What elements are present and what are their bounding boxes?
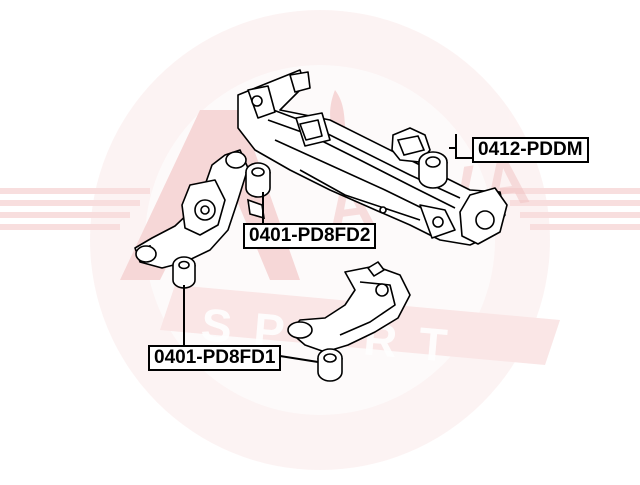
leader-lines <box>183 134 472 363</box>
rear-knuckle <box>134 149 249 269</box>
leader-line-fd1-arm <box>279 355 319 363</box>
part-label-0401-pd8fd1: 0401-PD8FD1 <box>148 345 282 371</box>
part-label-0401-pd8fd2: 0401-PD8FD2 <box>243 223 377 249</box>
lower-arm-bushing <box>317 348 343 382</box>
subframe-bushing-assembly <box>391 127 448 189</box>
part-label-0412-pddm: 0412-PDDM <box>472 137 589 163</box>
upper-arm-bushing <box>245 162 271 220</box>
knuckle-lower-bushing <box>172 256 196 289</box>
